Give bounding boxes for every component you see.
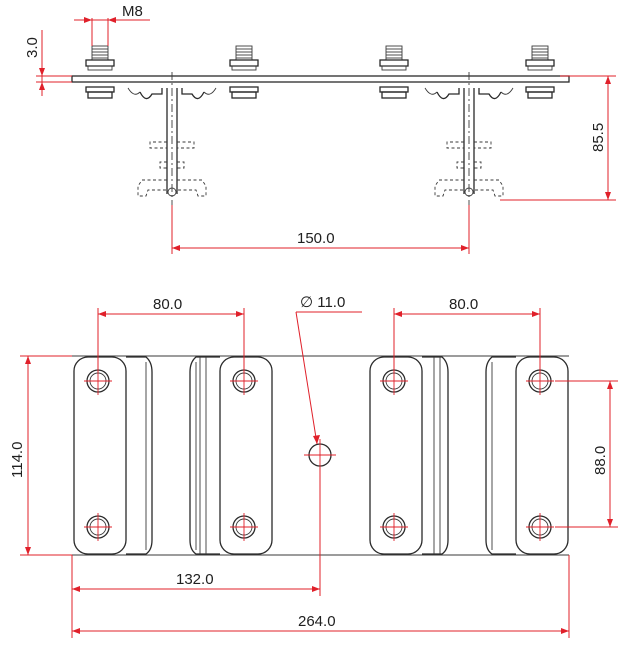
half-length-label: 132.0 xyxy=(176,571,214,588)
clamp-plate xyxy=(219,356,273,555)
base-plate-side xyxy=(71,75,570,83)
rail-profile xyxy=(424,71,514,211)
total-length-label: 264.0 xyxy=(298,613,336,630)
bolt-assembly xyxy=(525,45,555,99)
hole-diameter-label: ∅ 11.0 xyxy=(300,294,345,311)
rail-channel-left xyxy=(126,356,220,555)
rail-profile xyxy=(127,71,217,211)
side-view xyxy=(71,45,570,211)
half-length-dimension: 132.0 xyxy=(71,466,321,596)
bolt-assembly xyxy=(229,45,259,99)
bolt-row-spacing-label: 88.0 xyxy=(592,446,609,475)
plate-thickness-dimension: 3.0 xyxy=(24,30,72,96)
rail-height-dimension: 85.5 xyxy=(500,75,616,201)
bolt-hole xyxy=(379,512,409,542)
plate-width-label: 114.0 xyxy=(9,442,26,478)
thread-dimension: M8 xyxy=(74,3,150,46)
rail-height-label: 85.5 xyxy=(590,123,607,152)
rail-spacing-label: 150.0 xyxy=(297,230,335,247)
clamp-plate xyxy=(73,356,127,555)
hole-diameter-callout: ∅ 11.0 xyxy=(295,294,362,445)
rail-spacing-dimension: 150.0 xyxy=(171,205,470,254)
clamp-plate xyxy=(369,356,423,555)
bolt-pitch-left-dimension: 80.0 xyxy=(97,296,245,372)
bolt-row-spacing-dimension: 88.0 xyxy=(555,380,618,528)
bolt-pitch-right-label: 80.0 xyxy=(449,296,478,313)
bolt-assembly xyxy=(379,45,409,99)
bolt-pitch-right-dimension: 80.0 xyxy=(393,296,541,372)
thread-label: M8 xyxy=(122,3,143,20)
bolt-hole xyxy=(83,512,113,542)
bolt-hole xyxy=(525,512,555,542)
rail-channel-right xyxy=(422,356,516,555)
bolt-hole xyxy=(229,512,259,542)
clamp-plate xyxy=(515,356,569,555)
bolt-assembly xyxy=(85,45,115,99)
plate-width-dimension: 114.0 xyxy=(9,355,72,556)
bolt-pitch-left-label: 80.0 xyxy=(153,296,182,313)
total-length-dimension: 264.0 xyxy=(71,555,570,638)
plate-thickness-label: 3.0 xyxy=(24,37,41,58)
